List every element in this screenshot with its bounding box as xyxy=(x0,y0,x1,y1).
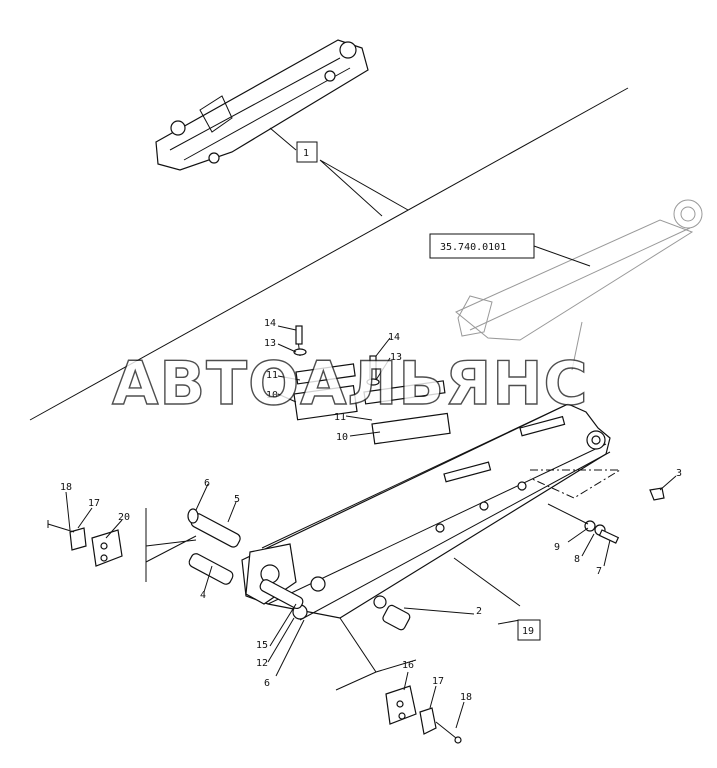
callout: 3 xyxy=(676,468,682,479)
callout: 14 xyxy=(264,318,276,329)
ref-section-box xyxy=(429,233,535,259)
callout: 2 xyxy=(476,606,482,617)
callout: 12 xyxy=(256,658,268,669)
watermark: АВТОАЛЬЯНС xyxy=(112,349,589,419)
callout: 6 xyxy=(264,678,270,689)
ref-section-label: 35.740.0101 xyxy=(440,242,506,253)
callout: 18 xyxy=(60,482,72,493)
block-bottom xyxy=(385,685,462,744)
callout: 15 xyxy=(256,640,268,651)
callout: 11 xyxy=(334,412,346,423)
ref-1-leader xyxy=(269,127,409,217)
callout: 20 xyxy=(118,512,130,523)
ref-1-label: 1 xyxy=(303,148,309,159)
wear-pads xyxy=(293,325,451,445)
callout: 14 xyxy=(388,332,400,343)
cylinder-ghost xyxy=(455,199,703,371)
callout: 9 xyxy=(554,542,560,553)
block-left xyxy=(47,520,123,567)
bolts-right xyxy=(547,487,665,544)
callout: 13 xyxy=(390,352,402,363)
callout: 10 xyxy=(266,390,278,401)
callout: 5 xyxy=(234,494,240,505)
ref-19-leader xyxy=(335,557,521,691)
callout: 6 xyxy=(204,478,210,489)
callout-leaders xyxy=(65,325,677,729)
callout: 13 xyxy=(264,338,276,349)
callout: 17 xyxy=(432,676,444,687)
pin-bracket-lines xyxy=(145,508,197,582)
ref-section-leader xyxy=(533,245,591,267)
separator-line xyxy=(29,87,629,421)
upper-arm-assembly xyxy=(155,39,369,171)
callout: 11 xyxy=(266,370,278,381)
callout: 10 xyxy=(336,432,348,443)
callout: 18 xyxy=(460,692,472,703)
callout: 17 xyxy=(88,498,100,509)
ref-19-label: 19 xyxy=(522,626,534,637)
callout: 4 xyxy=(200,590,206,601)
callout: 16 xyxy=(402,660,414,671)
callout: 8 xyxy=(574,554,580,565)
ref-19-box xyxy=(517,619,541,641)
ref-1-box xyxy=(296,141,318,163)
callout: 7 xyxy=(596,566,602,577)
